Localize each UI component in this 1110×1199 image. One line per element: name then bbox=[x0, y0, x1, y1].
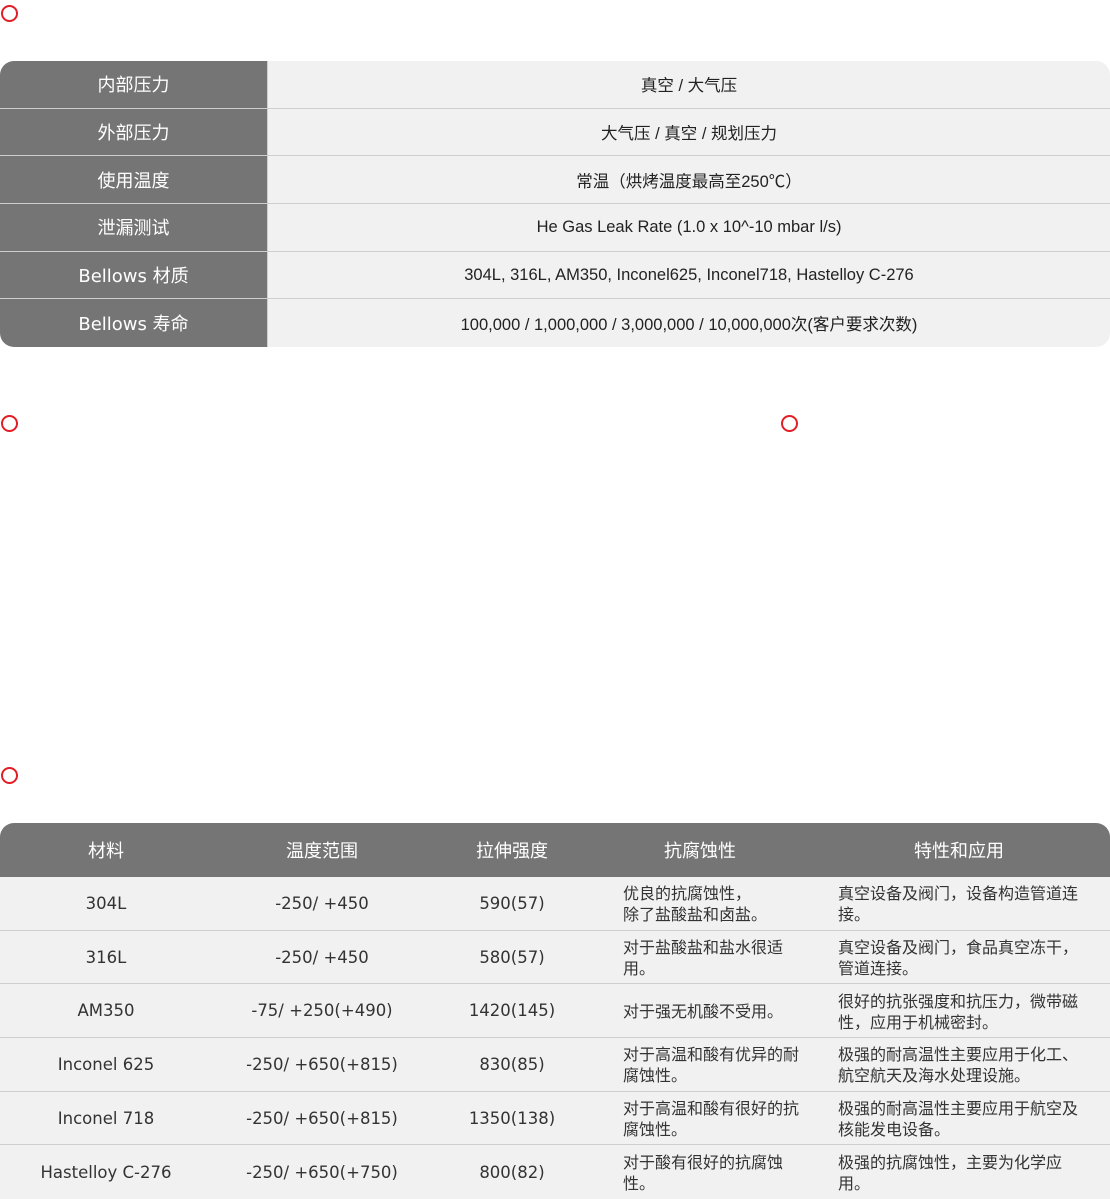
cell-temperature: -250/ +450 bbox=[275, 893, 369, 913]
table-row: Hastelloy C-276 -250/ +650(+750) 800(82) 对于… bbox=[0, 1145, 1110, 1199]
cell-corrosion: 对于强无机酸不受用。 bbox=[623, 1002, 784, 1022]
cell-application: 极强的抗腐蚀性，主要为化学应用。 bbox=[838, 1153, 1063, 1194]
spec-label: 内部压力 bbox=[0, 61, 268, 108]
cell-corrosion: 对于高温和酸有优异的耐腐蚀性。 bbox=[623, 1045, 800, 1086]
spec-value: 常温（烘烤温度最高至250℃） bbox=[268, 156, 1110, 204]
material-table-header: 材料 温度范围 拉伸强度 抗腐蚀性 特性和应用 bbox=[0, 823, 1110, 877]
spec-value: He Gas Leak Rate (1.0 x 10^-10 mbar l/s) bbox=[268, 204, 1110, 251]
cell-tensile: 830(85) bbox=[479, 1054, 545, 1074]
cell-temperature: -75/ +250(+490) bbox=[251, 1001, 393, 1021]
spec-value: 100,000 / 1,000,000 / 3,000,000 / 10,000… bbox=[268, 299, 1110, 348]
cell-corrosion: 对于盐酸盐和盐水很适用。 bbox=[623, 938, 784, 979]
header-corrosion: 抗腐蚀性 bbox=[664, 841, 736, 862]
material-table: 材料 温度范围 拉伸强度 抗腐蚀性 特性和应用 304L -250/ +450 59… bbox=[0, 823, 1110, 1199]
section-marker-icon bbox=[781, 415, 798, 432]
cell-tensile: 1350(138) bbox=[468, 1108, 556, 1128]
table-row: Inconel 718 -250/ +650(+815) 1350(138) 对于高温… bbox=[0, 1091, 1110, 1146]
header-material: 材料 bbox=[88, 841, 124, 862]
spec-label: Bellows 寿命 bbox=[0, 299, 268, 348]
table-row: Inconel 625 -250/ +650(+815) 830(85) 对于高温和酸… bbox=[0, 1038, 1110, 1092]
spec-label: 外部压力 bbox=[0, 108, 268, 156]
cell-temperature: -250/ +450 bbox=[275, 947, 369, 967]
spec-label: 泄漏测试 bbox=[0, 204, 268, 251]
cell-tensile: 1420(145) bbox=[468, 1001, 556, 1021]
cell-tensile: 590(57) bbox=[479, 893, 545, 913]
cell-application: 很好的抗张强度和抗压力，微带磁性，应用于机械密封。 bbox=[838, 991, 1079, 1032]
spec-table: 内部压力真空 / 大气压外部压力大气压 / 真空 / 规划压力使用温度常温（烘烤… bbox=[0, 61, 1110, 348]
cell-corrosion: 对于酸有很好的抗腐蚀性。 bbox=[623, 1153, 784, 1194]
cell-application: 真空设备及阀门，设备构造管道连接。 bbox=[838, 884, 1079, 925]
table-row: 316L -250/ +450 580(57) 对于盐酸盐和盐水很适用。 真空设备及阀门… bbox=[0, 930, 1110, 985]
cell-material: Hastelloy C-276 bbox=[40, 1162, 172, 1182]
spec-row: 外部压力大气压 / 真空 / 规划压力 bbox=[0, 108, 1110, 157]
spec-value: 真空 / 大气压 bbox=[268, 61, 1110, 108]
spec-label: 使用温度 bbox=[0, 156, 268, 204]
cell-temperature: -250/ +650(+815) bbox=[246, 1054, 398, 1074]
cell-temperature: -250/ +650(+815) bbox=[246, 1108, 398, 1128]
table-row: AM350 -75/ +250(+490) 1420(145) 对于强无机酸不受用。 很… bbox=[0, 984, 1110, 1039]
spec-value: 大气压 / 真空 / 规划压力 bbox=[268, 108, 1110, 156]
cell-temperature: -250/ +650(+750) bbox=[246, 1162, 398, 1182]
cell-tensile: 800(82) bbox=[479, 1162, 545, 1182]
section-marker-icon bbox=[1, 767, 18, 784]
spec-row: 使用温度常温（烘烤温度最高至250℃） bbox=[0, 156, 1110, 205]
cell-application: 极强的耐高温性主要应用于化工、航空航天及海水处理设施。 bbox=[838, 1045, 1079, 1086]
cell-material: 316L bbox=[85, 947, 127, 967]
spec-label: Bellows 材质 bbox=[0, 251, 268, 299]
cell-application: 真空设备及阀门，食品真空冻干，管道连接。 bbox=[838, 938, 1079, 979]
cell-material: Inconel 718 bbox=[57, 1108, 155, 1128]
cell-tensile: 580(57) bbox=[479, 947, 545, 967]
spec-row: 内部压力真空 / 大气压 bbox=[0, 61, 1110, 109]
header-application: 特性和应用 bbox=[914, 841, 1004, 862]
cell-material: 304L bbox=[85, 893, 127, 913]
cell-corrosion: 对于高温和酸有很好的抗腐蚀性。 bbox=[623, 1099, 800, 1140]
section-marker-icon bbox=[1, 5, 18, 22]
spec-value: 304L, 316L, AM350, Inconel625, Inconel71… bbox=[268, 251, 1110, 299]
cell-material: Inconel 625 bbox=[57, 1054, 155, 1074]
header-tensile: 拉伸强度 bbox=[476, 841, 548, 862]
cell-material: AM350 bbox=[77, 1001, 135, 1021]
section-marker-icon bbox=[1, 415, 18, 432]
cell-application: 极强的耐高温性主要应用于航空及核能发电设备。 bbox=[838, 1099, 1079, 1140]
table-row: 304L -250/ +450 590(57) 优良的抗腐蚀性， 除了盐酸盐和卤盐。 真… bbox=[0, 877, 1110, 931]
cell-corrosion: 优良的抗腐蚀性， 除了盐酸盐和卤盐。 bbox=[623, 884, 768, 925]
header-temperature: 温度范围 bbox=[286, 841, 358, 862]
